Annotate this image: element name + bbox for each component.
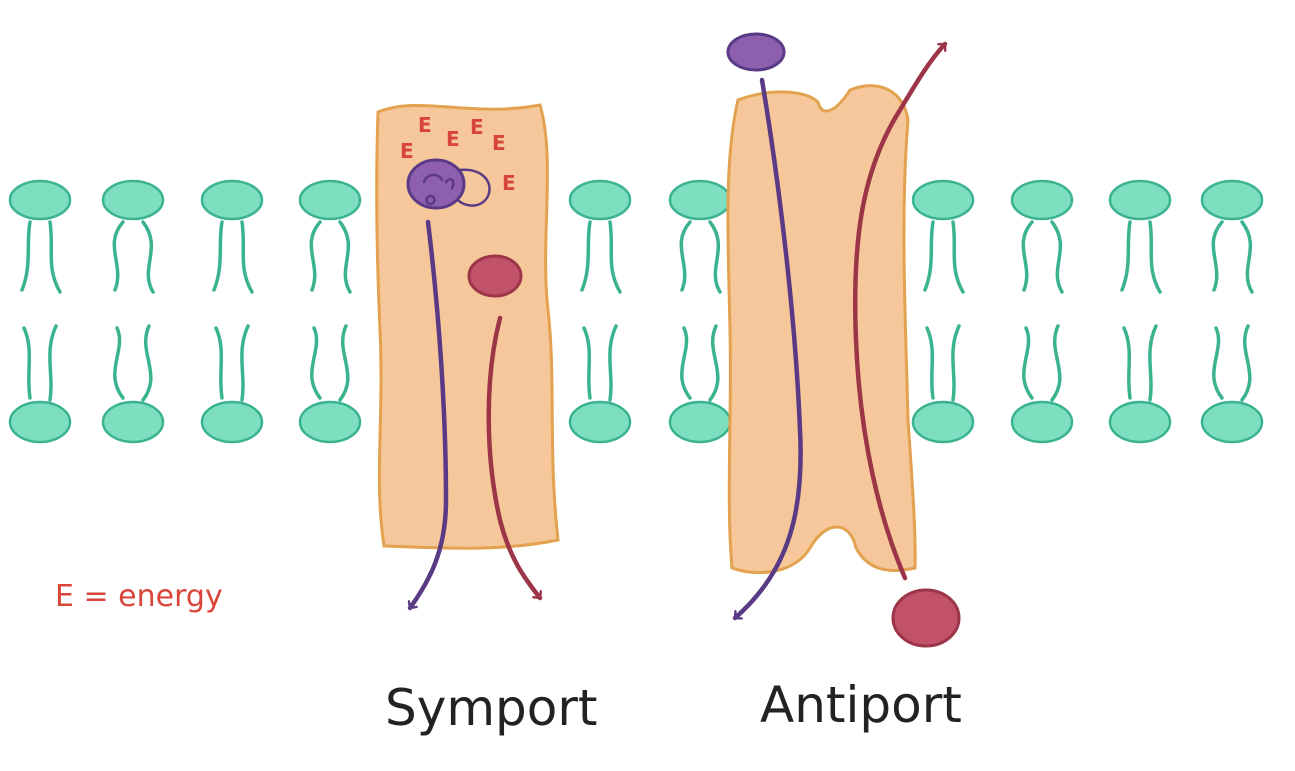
symport-purple-molecule <box>406 158 466 210</box>
phospholipid-icon <box>1010 179 1074 444</box>
phospholipid-icon <box>668 179 732 444</box>
antiport-purple-arrow <box>732 77 803 621</box>
energy-symbol: E <box>470 115 484 139</box>
antiport-purple-molecule <box>726 32 786 72</box>
phospholipid-icon <box>101 179 165 444</box>
phospholipid-icon <box>568 179 632 444</box>
antiport-red-arrow <box>852 41 948 581</box>
energy-halo-icon <box>456 168 491 207</box>
phospholipid-icon <box>298 179 362 444</box>
energy-symbol: E <box>400 139 414 163</box>
antiport-red-molecule <box>891 588 961 648</box>
antiport-protein <box>726 84 917 575</box>
energy-symbol: E <box>446 127 460 151</box>
energy-symbol: E <box>492 131 506 155</box>
energy-key-label: E = energy <box>55 579 223 614</box>
symport-red-arrow <box>486 315 543 601</box>
energized-molecule-swirl-icon <box>422 173 455 206</box>
phospholipid-icon <box>8 179 72 444</box>
energy-symbol: E <box>502 171 516 195</box>
phospholipid-icon <box>911 179 975 444</box>
phospholipid-icon <box>1200 179 1264 444</box>
symport-protein <box>375 103 560 550</box>
symport-purple-arrow <box>407 219 449 611</box>
symport-label: Symport <box>385 679 598 737</box>
phospholipid-icon <box>200 179 264 444</box>
energy-symbol: E <box>418 113 432 137</box>
symport-red-molecule <box>467 254 523 298</box>
phospholipid-bilayer <box>8 179 1264 444</box>
antiport-label: Antiport <box>760 676 962 734</box>
phospholipid-icon <box>1108 179 1172 444</box>
